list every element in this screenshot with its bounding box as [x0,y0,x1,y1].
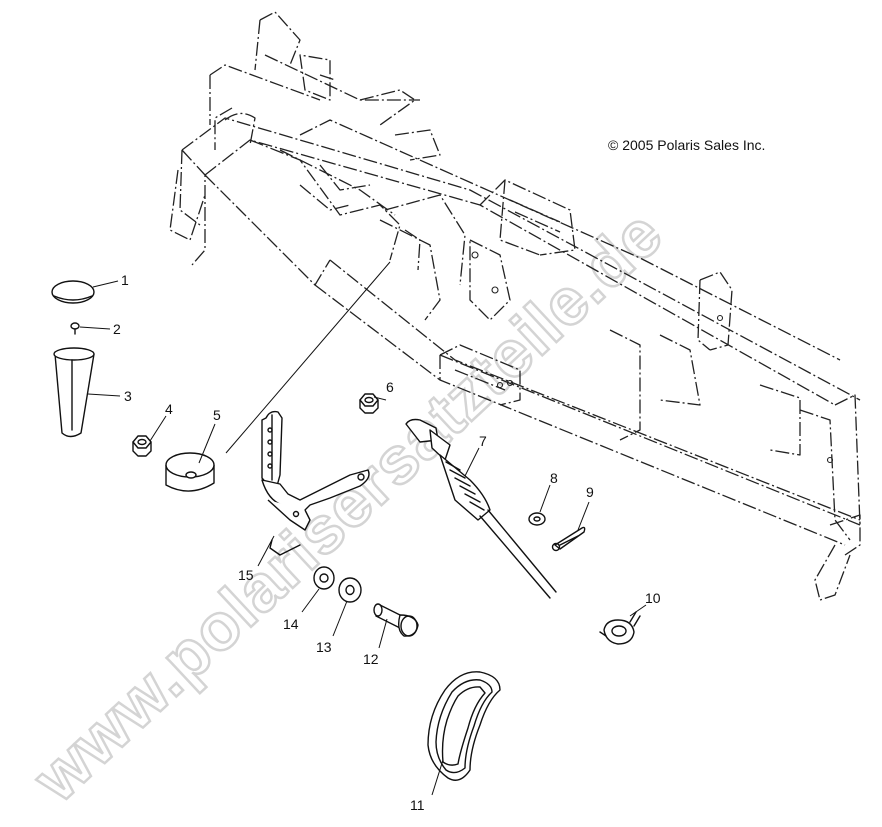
callout-10: 10 [629,590,661,617]
part-10-clip [599,611,641,645]
callout-label-8: 8 [550,470,558,486]
callout-label-3: 3 [124,388,132,404]
callout-12: 12 [363,618,388,667]
callout-label-1: 1 [121,272,129,288]
callout-8: 8 [539,470,558,513]
callout-4: 4 [149,401,173,442]
part-9-cotter-pin [551,526,586,552]
callout-label-10: 10 [645,590,661,606]
part-1-cap [51,280,95,304]
vehicle-frame [169,11,861,601]
part-4-nut [132,435,152,457]
callout-3: 3 [87,388,132,404]
part-8-washer [528,512,546,526]
part-11-pedal-pad [427,671,501,781]
callout-6: 6 [373,379,394,401]
part-5-spacer [165,452,215,492]
callout-label-14: 14 [283,616,299,632]
callout-11: 11 [410,759,444,813]
part-2-screw [70,322,80,335]
leader-5-to-frame [225,261,391,454]
callout-label-7: 7 [479,433,487,449]
callout-15: 15 [238,535,275,583]
part-3-knob [53,347,95,438]
copyright-notice: © 2005 Polaris Sales Inc. [608,137,765,153]
callout-1: 1 [92,272,129,288]
part-15-pedal-arm [261,410,370,556]
part-12-shoulder-bolt [373,603,419,637]
part-13-washer [338,577,362,603]
part-6-nut [359,393,379,414]
callout-13: 13 [316,600,348,655]
callout-14: 14 [283,588,320,632]
callout-label-2: 2 [113,321,121,337]
callout-label-6: 6 [386,379,394,395]
watermark: www.polarisersatzteile.de [18,195,676,816]
callout-label-15: 15 [238,567,254,583]
callout-label-9: 9 [586,484,594,500]
part-7-shift-cable [405,418,557,599]
callout-7: 7 [464,433,487,477]
callout-label-11: 11 [410,797,425,813]
callout-2: 2 [79,321,121,337]
callout-label-5: 5 [213,407,221,423]
callout-label-13: 13 [316,639,332,655]
part-14-washer [313,566,335,590]
callout-5: 5 [198,407,221,464]
callout-label-12: 12 [363,651,379,667]
callout-label-4: 4 [165,401,173,417]
callout-9: 9 [577,484,594,531]
